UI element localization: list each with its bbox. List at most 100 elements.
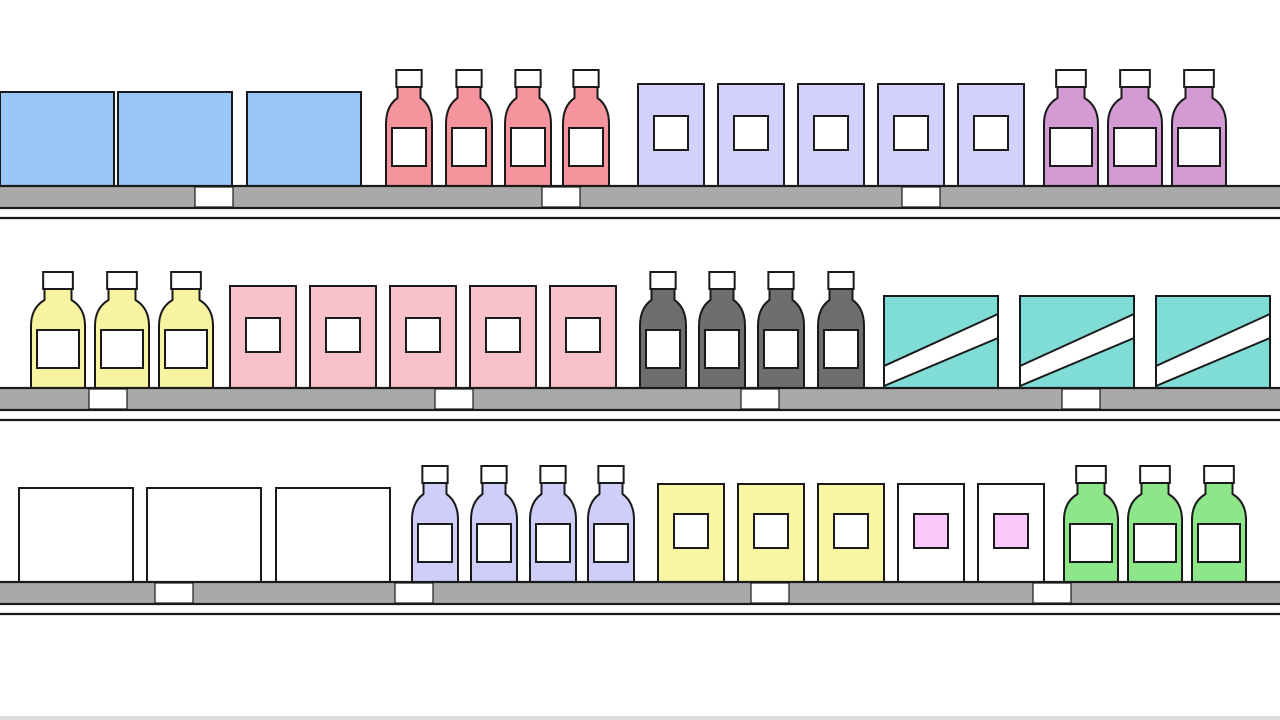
- bottle-cap: [480, 465, 508, 484]
- price-tag: [541, 186, 581, 208]
- middle-shelf: [0, 271, 1280, 422]
- bottle-cap: [421, 465, 449, 484]
- carton-label: [813, 115, 849, 151]
- carton-label: [673, 513, 709, 549]
- top-shelf-products: [0, 69, 1227, 187]
- bottle-label: [593, 523, 629, 563]
- bottle-cap: [395, 69, 423, 88]
- product-carton: [309, 285, 377, 389]
- bottle-cap: [572, 69, 600, 88]
- bottle-label: [704, 329, 740, 369]
- product-box: [275, 487, 391, 583]
- bottle-cap: [1075, 465, 1107, 484]
- price-tag: [154, 582, 194, 604]
- carton-label: [325, 317, 361, 353]
- product-group-bottle: [1043, 69, 1227, 187]
- product-box: [117, 91, 233, 187]
- top-shelf-board: [0, 184, 1280, 210]
- price-tag: [901, 186, 941, 208]
- box-stripe: [1155, 312, 1271, 388]
- product-box: [0, 91, 115, 187]
- bottle-cap: [170, 271, 202, 290]
- bottle-label: [36, 329, 80, 369]
- bottle-cap: [539, 465, 567, 484]
- box-stripe: [883, 312, 999, 388]
- bottle-cap: [106, 271, 138, 290]
- bottle-cap: [1119, 69, 1151, 88]
- carton-label: [893, 115, 929, 151]
- carton-label: [973, 115, 1009, 151]
- product-box: [18, 487, 134, 583]
- carton-label: [485, 317, 521, 353]
- price-tag: [1032, 582, 1072, 604]
- bottle-cap: [827, 271, 855, 290]
- carton-label: [733, 115, 769, 151]
- bottle-cap: [1139, 465, 1171, 484]
- bottom-shelf: [0, 465, 1280, 616]
- product-group-box: [18, 487, 391, 583]
- bottle-label: [823, 329, 859, 369]
- bottle-label: [645, 329, 681, 369]
- bottle-label: [451, 127, 487, 167]
- bottle-label: [1113, 127, 1157, 167]
- bottom-edge-rule: [0, 716, 1280, 720]
- bottle-cap: [514, 69, 542, 88]
- product-box: [146, 487, 262, 583]
- bottle-label: [1133, 523, 1177, 563]
- bottle-label: [1069, 523, 1113, 563]
- product-group-carton: [229, 285, 617, 389]
- product-group-bottle: [639, 271, 865, 389]
- bottle-cap: [1055, 69, 1087, 88]
- carton-label: [753, 513, 789, 549]
- product-group-carton: [657, 483, 885, 583]
- bottle-label: [1197, 523, 1241, 563]
- bottle-label: [391, 127, 427, 167]
- price-tag: [1061, 388, 1101, 410]
- price-tag: [434, 388, 474, 410]
- box-stripe: [1019, 312, 1135, 388]
- price-tag: [740, 388, 780, 410]
- middle-shelf-board: [0, 386, 1280, 412]
- bottle-label: [510, 127, 546, 167]
- price-tag: [194, 186, 234, 208]
- bottle-cap: [1183, 69, 1215, 88]
- product-group-bottle: [385, 69, 610, 187]
- price-tag: [394, 582, 434, 604]
- bottle-label: [476, 523, 512, 563]
- middle-shelf-products: [30, 271, 1271, 389]
- carton-label: [993, 513, 1029, 549]
- product-group-box: [0, 91, 362, 187]
- product-group-carton: [897, 483, 1045, 583]
- carton-label: [653, 115, 689, 151]
- bottle-cap: [1203, 465, 1235, 484]
- bottle-label: [763, 329, 799, 369]
- bottle-cap: [708, 271, 736, 290]
- bottle-cap: [597, 465, 625, 484]
- bottle-label: [1049, 127, 1093, 167]
- bottom-shelf-products: [18, 465, 1247, 583]
- product-group-striped-box: [883, 295, 1271, 389]
- bottle-cap: [649, 271, 677, 290]
- carton-label: [245, 317, 281, 353]
- bottle-label: [535, 523, 571, 563]
- carton-label: [913, 513, 949, 549]
- product-box: [246, 91, 362, 187]
- bottle-label: [164, 329, 208, 369]
- product-group-bottle: [411, 465, 635, 583]
- carton-label: [405, 317, 441, 353]
- product-group-carton: [637, 83, 1025, 187]
- bottle-label: [100, 329, 144, 369]
- bottle-cap: [455, 69, 483, 88]
- price-tag: [750, 582, 790, 604]
- bottle-cap: [42, 271, 74, 290]
- bottle-label: [417, 523, 453, 563]
- product-group-bottle: [1063, 465, 1247, 583]
- top-shelf: [0, 69, 1280, 220]
- price-tag: [88, 388, 128, 410]
- bottle-label: [1177, 127, 1221, 167]
- bottle-cap: [767, 271, 795, 290]
- carton-label: [833, 513, 869, 549]
- bottom-shelf-board: [0, 580, 1280, 606]
- bottle-label: [568, 127, 604, 167]
